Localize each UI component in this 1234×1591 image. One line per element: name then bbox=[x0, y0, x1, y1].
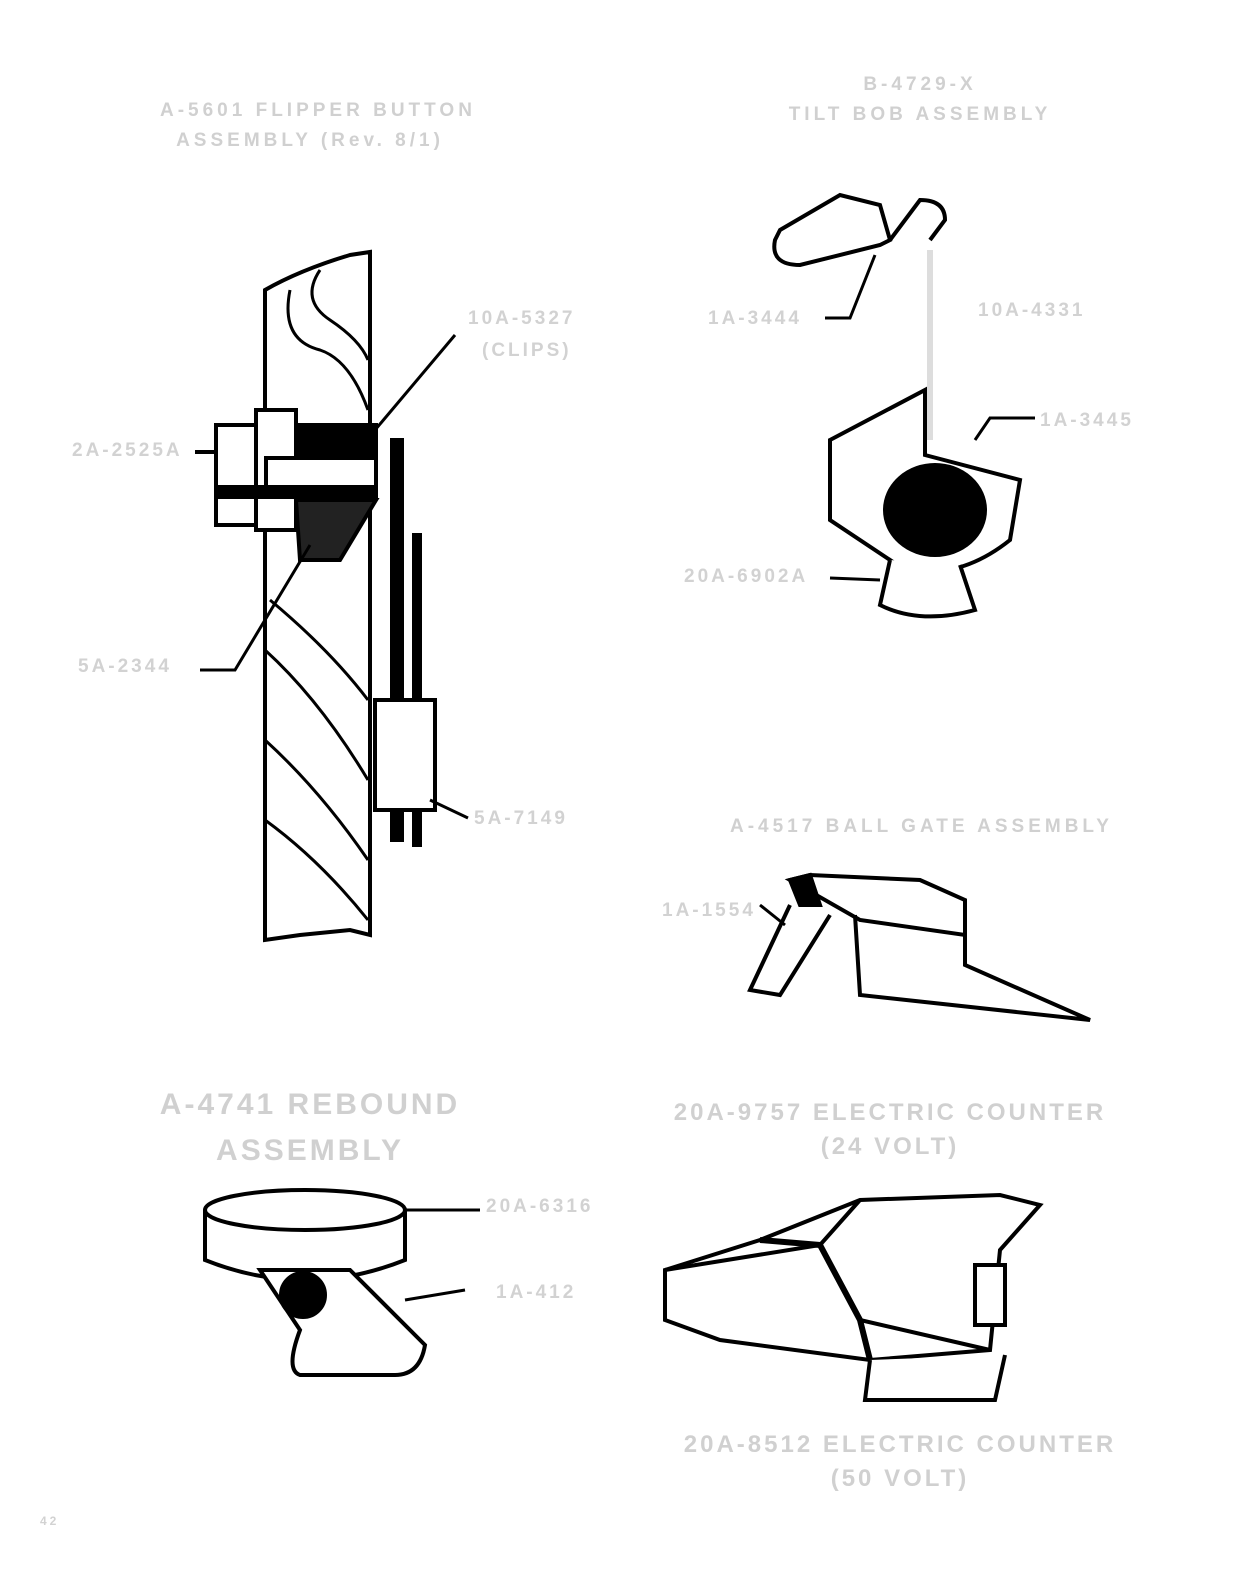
rebound-drawing bbox=[203, 1188, 480, 1377]
counter-24v-title: 20A-9757 ELECTRIC COUNTER (24 VOLT) bbox=[660, 1096, 1120, 1164]
part-label: 5A-7149 bbox=[474, 808, 568, 829]
page-number: 42 bbox=[40, 1514, 60, 1528]
part-label: 10A-5327 bbox=[468, 308, 576, 329]
flipper-button-drawing bbox=[195, 249, 469, 943]
part-label: 5A-2344 bbox=[78, 656, 172, 677]
tilt-bob-drawing bbox=[772, 192, 1035, 619]
title-line: A-4741 REBOUND bbox=[159, 1088, 461, 1121]
title-line: B-4729-X bbox=[863, 74, 977, 95]
part-label: 2A-2525A bbox=[72, 440, 183, 461]
part-label: 1A-3444 bbox=[708, 308, 802, 329]
counter-drawing bbox=[663, 1192, 1044, 1402]
counter-50v-title: 20A-8512 ELECTRIC COUNTER (50 VOLT) bbox=[670, 1428, 1130, 1496]
tilt-bob-title: B-4729-X TILT BOB ASSEMBLY bbox=[760, 70, 1080, 130]
title-line: A-5601 FLIPPER BUTTON bbox=[160, 100, 476, 121]
title-line: (24 VOLT) bbox=[820, 1133, 960, 1160]
ball-gate-drawing bbox=[747, 872, 1091, 1022]
ball-gate-title: A-4517 BALL GATE ASSEMBLY bbox=[730, 816, 1113, 837]
title-line: 20A-9757 ELECTRIC COUNTER bbox=[673, 1099, 1107, 1126]
title-line: (50 VOLT) bbox=[830, 1465, 970, 1492]
part-label: (CLIPS) bbox=[482, 340, 572, 361]
part-label: 1A-412 bbox=[496, 1282, 577, 1303]
title-line: TILT BOB ASSEMBLY bbox=[788, 104, 1052, 125]
part-label: 10A-4331 bbox=[978, 300, 1086, 321]
title-line: ASSEMBLY bbox=[216, 1134, 404, 1167]
title-line: ASSEMBLY (Rev. 8/1) bbox=[176, 130, 444, 151]
rebound-title: A-4741 REBOUND ASSEMBLY bbox=[150, 1082, 470, 1174]
part-label: 20A-6316 bbox=[486, 1196, 594, 1217]
flipper-button-title: A-5601 FLIPPER BUTTON ASSEMBLY (Rev. 8/1… bbox=[160, 96, 476, 156]
part-label: 1A-3445 bbox=[1040, 410, 1134, 431]
part-label: 1A-1554 bbox=[662, 900, 756, 921]
part-label: 20A-6902A bbox=[684, 566, 809, 587]
title-line: 20A-8512 ELECTRIC COUNTER bbox=[683, 1431, 1117, 1458]
